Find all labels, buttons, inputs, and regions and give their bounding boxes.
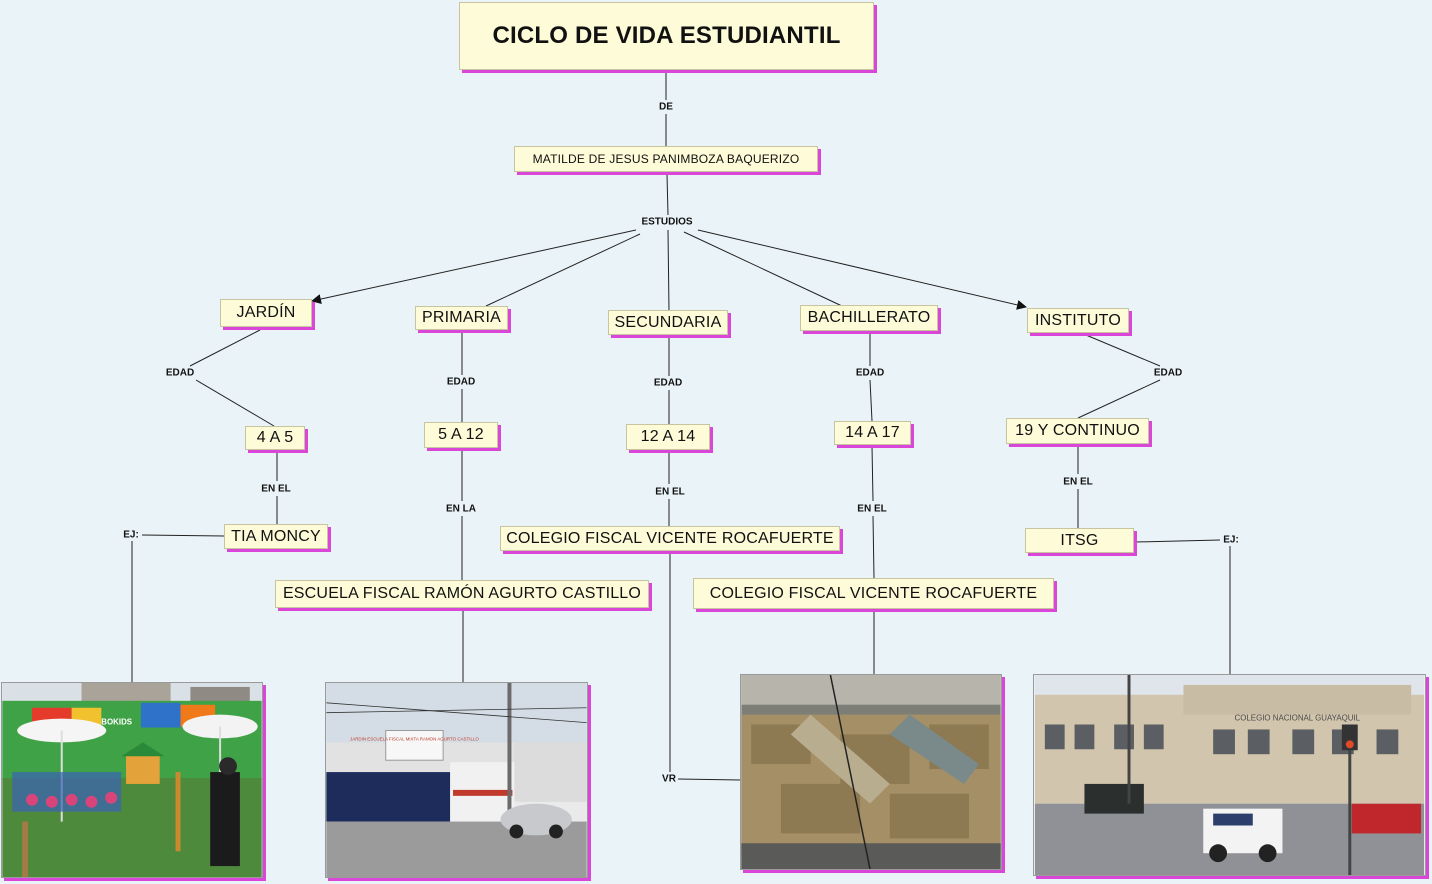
primary-school-photo: JARDIN ESCUELA FISCAL MIXTA RAMON AGURTO… — [325, 682, 588, 878]
kinder-sign-text: BOKIDS — [101, 718, 132, 727]
school-instituto: ITSG — [1025, 528, 1134, 553]
level-instituto: INSTITUTO — [1027, 308, 1129, 333]
link-label-de: DE — [659, 101, 673, 113]
link-label-estudios: ESTUDIOS — [641, 216, 693, 228]
link-label-edad-instituto: EDAD — [1153, 367, 1183, 379]
link-label-en-el-jardin: EN EL — [261, 483, 291, 495]
link-label-ej-jardin: EJ: — [123, 529, 139, 541]
level-primaria: PRIMARIA — [415, 306, 508, 330]
age-primaria: 5 A 12 — [424, 422, 498, 448]
age-jardin: 4 A 5 — [245, 426, 305, 450]
link-label-en-el-instituto: EN EL — [1063, 476, 1093, 488]
itsg-building-photo: COLEGIO NACIONAL GUAYAQUIL — [1033, 674, 1426, 876]
author-node: MATILDE DE JESUS PANIMBOZA BAQUERIZO — [514, 146, 818, 172]
link-label-edad-bachillerato: EDAD — [855, 367, 885, 379]
level-jardin: JARDÍN — [220, 299, 312, 327]
school-primaria: ESCUELA FISCAL RAMÓN AGURTO CASTILLO — [275, 580, 649, 608]
link-label-en-el-bachillerato: EN EL — [857, 503, 887, 515]
link-label-en-la-primaria: EN LA — [446, 503, 476, 515]
school-sign-text: JARDIN ESCUELA FISCAL MIXTA RAMON AGURTO… — [350, 736, 479, 741]
school-secundaria: COLEGIO FISCAL VICENTE ROCAFUERTE — [500, 526, 840, 551]
link-label-edad-secundaria: EDAD — [653, 377, 683, 389]
link-label-edad-primaria: EDAD — [446, 376, 476, 388]
link-label-vr: VR — [662, 773, 676, 785]
level-secundaria: SECUNDARIA — [608, 310, 728, 335]
parade-photo — [740, 674, 1002, 870]
school-bachillerato: COLEGIO FISCAL VICENTE ROCAFUERTE — [693, 578, 1054, 609]
school-jardin: TIA MONCY — [224, 524, 328, 549]
kindergarten-photo: BOKIDS — [1, 682, 263, 878]
age-bachillerato: 14 A 17 — [834, 421, 911, 445]
age-secundaria: 12 A 14 — [626, 424, 710, 450]
link-label-en-el-secundaria: EN EL — [655, 486, 685, 498]
itsg-sign-text: COLEGIO NACIONAL GUAYAQUIL — [1235, 714, 1361, 723]
level-bachillerato: BACHILLERATO — [800, 305, 938, 331]
link-label-edad-jardin: EDAD — [165, 367, 195, 379]
age-instituto: 19 Y CONTINUO — [1006, 418, 1149, 444]
link-label-ej-instituto: EJ: — [1223, 534, 1239, 546]
diagram-title: CICLO DE VIDA ESTUDIANTIL — [459, 2, 874, 70]
